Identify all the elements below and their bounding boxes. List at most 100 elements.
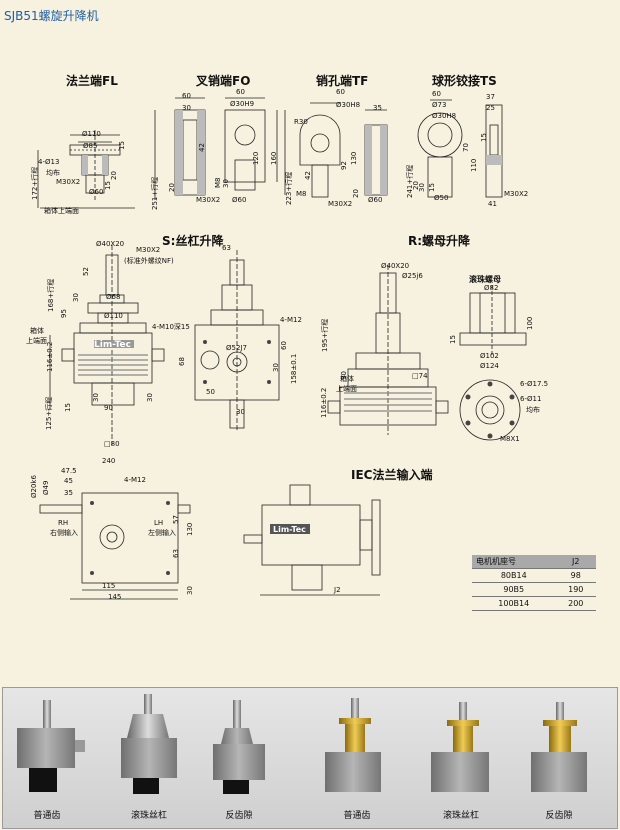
dim-label: Ø102 bbox=[480, 352, 499, 360]
dim-label: Ø60 bbox=[232, 196, 247, 204]
dim-label: 90 bbox=[104, 404, 113, 412]
dim-label: M30X2 bbox=[196, 196, 221, 204]
dim-label: M30X2 bbox=[328, 200, 353, 208]
table-row: 90B5 190 bbox=[472, 582, 596, 597]
dim-label: Ø49 bbox=[42, 480, 50, 495]
drawing-iec: Lim-Tec bbox=[243, 484, 381, 596]
drawing-r-front bbox=[327, 265, 449, 435]
drawing-fo bbox=[154, 97, 286, 200]
dim-label: 63 bbox=[172, 549, 180, 558]
dim-label: 15 bbox=[480, 133, 488, 142]
dim-label: 60 bbox=[336, 88, 345, 96]
dim-label: 30 bbox=[72, 293, 80, 302]
dim-label: Ø110 bbox=[82, 130, 101, 138]
dim-label: M30X2 bbox=[504, 190, 529, 198]
dim-label: Ø25j6 bbox=[402, 272, 423, 280]
dim-label: 30 bbox=[186, 586, 194, 595]
dim-label: Ø124 bbox=[480, 362, 499, 370]
dim-label: 52 bbox=[82, 267, 90, 276]
drawing-tf bbox=[299, 102, 388, 198]
dim-label: 4-M12 bbox=[280, 316, 302, 324]
photo-caption: 反齿隙 bbox=[545, 811, 573, 821]
dim-label: 上端面 bbox=[26, 337, 47, 345]
section-title-r: R:螺母升降 bbox=[408, 234, 471, 248]
dim-label: 20 bbox=[352, 189, 360, 198]
brand-label: Lim-Tec bbox=[273, 525, 306, 534]
dim-label: 92 bbox=[340, 161, 348, 170]
dim-label: 47.5 bbox=[61, 467, 77, 475]
dim-label: (标准外螺纹NF) bbox=[124, 257, 174, 265]
drawing-ts bbox=[417, 99, 503, 198]
dim-label: 223+行程 bbox=[285, 171, 293, 205]
dim-label: 116±0.2 bbox=[320, 387, 328, 418]
dim-label: 60 bbox=[182, 92, 191, 100]
dim-label: Ø30H9 bbox=[230, 100, 255, 108]
section-title-fo: 叉销端FO bbox=[196, 74, 251, 88]
dim-label: Ø85 bbox=[83, 142, 98, 150]
dim-label: 箱体 bbox=[340, 375, 354, 383]
dim-label: Ø73 bbox=[432, 101, 447, 109]
dim-label: 30 bbox=[92, 393, 100, 402]
dim-label: M30X2 bbox=[56, 178, 81, 186]
dim-label: M30X2 bbox=[136, 246, 161, 254]
dim-label: 70 bbox=[462, 143, 470, 152]
dim-label: 15 bbox=[64, 403, 72, 412]
dim-label: 63 bbox=[222, 244, 231, 252]
dim-label: Ø30H8 bbox=[336, 101, 361, 109]
dim-label: 110 bbox=[470, 158, 478, 172]
dim-label: 168+行程 bbox=[47, 278, 55, 312]
product-photo-panel: 普通齿 滚珠丝杠 反齿隙 普通齿 滚珠丝杠 反齿隙 bbox=[2, 687, 618, 829]
dim-label: 172+行程 bbox=[31, 166, 39, 200]
dim-label: Ø110 bbox=[104, 312, 123, 320]
dim-label: 158±0.1 bbox=[290, 353, 298, 384]
dim-label: 15 bbox=[428, 183, 436, 192]
dim-label: 120 bbox=[252, 151, 260, 165]
section-title-fl: 法兰端FL bbox=[66, 74, 118, 88]
photo-caption: 滚珠丝杠 bbox=[130, 811, 167, 821]
dim-label: LH bbox=[154, 519, 164, 527]
dim-label: R30 bbox=[294, 118, 308, 126]
dim-label: 15 bbox=[104, 181, 112, 190]
dim-label: □80 bbox=[104, 440, 120, 448]
dim-label: 60 bbox=[280, 341, 288, 350]
dim-label: 130 bbox=[186, 522, 194, 536]
drawing-bottom-view bbox=[39, 492, 191, 600]
dim-label: 20 bbox=[110, 171, 118, 180]
table-cell: 90B5 bbox=[472, 582, 556, 597]
photo-caption: 滚珠丝杠 bbox=[442, 811, 479, 821]
photo-caption: 普通齿 bbox=[343, 811, 371, 821]
brand-label: Lim-Tec bbox=[94, 340, 131, 350]
dim-label: Ø68 bbox=[106, 293, 121, 301]
dim-label: 35 bbox=[373, 104, 382, 112]
dim-label: RH bbox=[58, 519, 69, 527]
dim-label: 57 bbox=[172, 515, 180, 524]
dim-label: 30 bbox=[146, 393, 154, 402]
dim-label: Ø40X20 bbox=[381, 262, 410, 270]
dim-label: 116±0.2 bbox=[46, 341, 54, 372]
page-header: SJB51螺旋升降机 bbox=[0, 0, 620, 32]
section-title-iec: IEC法兰输入端 bbox=[351, 468, 433, 482]
dim-label: 115 bbox=[102, 582, 116, 590]
dim-label: 37 bbox=[486, 93, 495, 101]
table-header-row: 电机机座号 J2 bbox=[472, 555, 596, 569]
dim-label: M8X1 bbox=[500, 435, 520, 443]
dim-label: 30 bbox=[182, 104, 191, 112]
table-cell: 80B14 bbox=[472, 568, 556, 583]
dim-label: 6-Ø11 bbox=[520, 395, 542, 403]
label-ball-nut: 滚珠螺母 bbox=[469, 275, 501, 284]
dim-label: 42 bbox=[198, 143, 206, 152]
photo-caption: 反齿隙 bbox=[225, 811, 253, 821]
dim-label: 15 bbox=[449, 335, 457, 344]
table-row: 80B14 98 bbox=[472, 568, 596, 583]
dim-label: Ø60 bbox=[89, 188, 104, 196]
dim-label: M8 bbox=[214, 177, 222, 189]
dim-label: 125+行程 bbox=[45, 396, 53, 430]
page-title: SJB51螺旋升降机 bbox=[4, 9, 99, 23]
dim-label: 15 bbox=[118, 141, 126, 150]
dim-label: 241+行程 bbox=[406, 164, 414, 198]
dim-label: 45 bbox=[64, 477, 73, 485]
drawing-s-side bbox=[194, 250, 280, 430]
photo-caption: 普通齿 bbox=[33, 811, 61, 821]
dim-label: M8 bbox=[296, 190, 307, 198]
motor-frame-table: 电机机座号 J2 80B14 98 90B5 190 100B14 200 bbox=[472, 555, 596, 611]
